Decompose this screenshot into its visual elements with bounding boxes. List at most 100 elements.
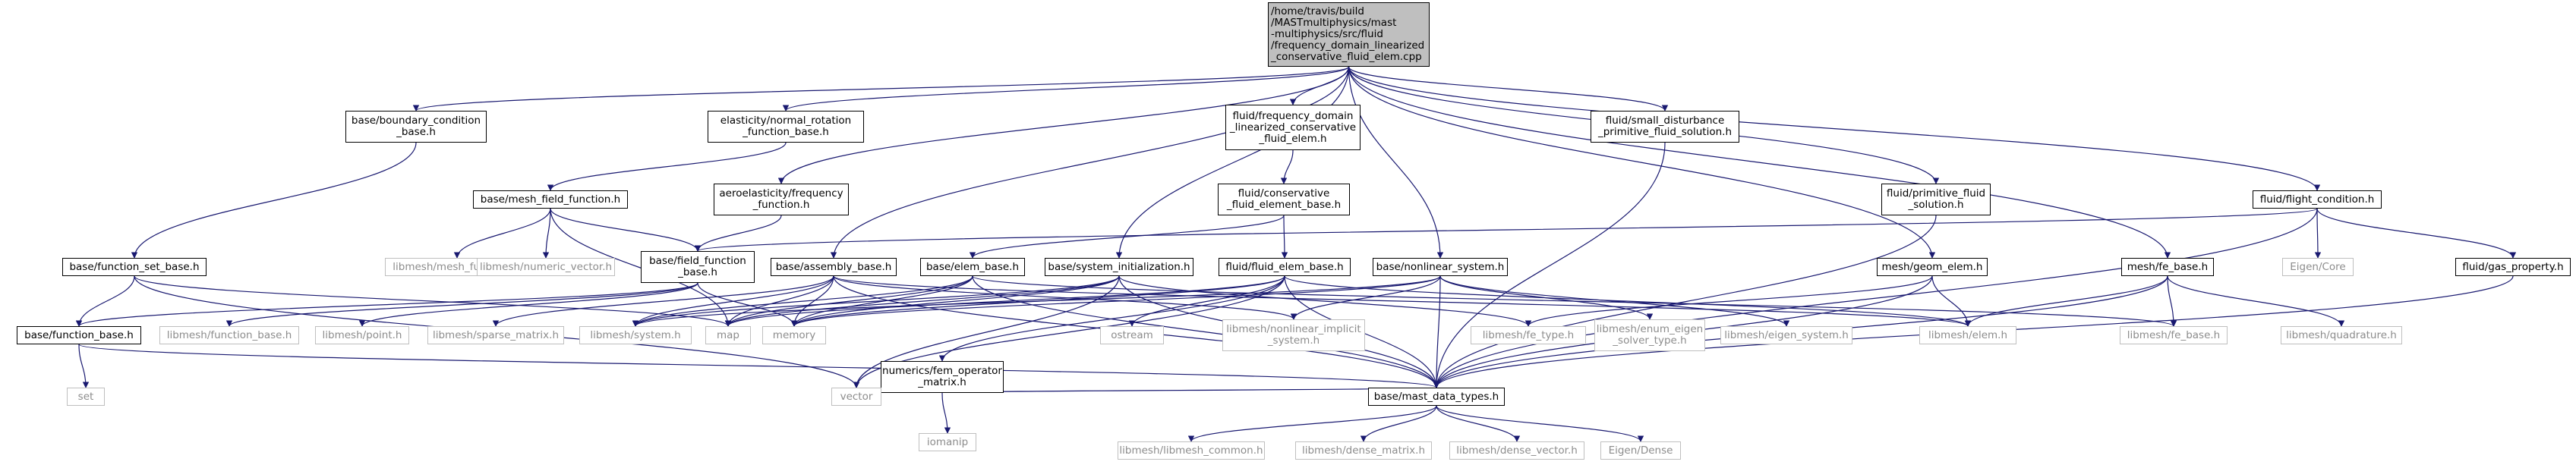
node-root-file: /home/travis/build /MASTmultiphysics/mas… (1268, 2, 1430, 67)
edge-mesh_field_function-to-field_function_base (550, 208, 702, 252)
node-memory: memory (762, 326, 826, 344)
edge-boundary_condition_base-to-function_set_base (131, 142, 417, 259)
edge-fd_linearized_conservative_fluid_elem-to-conservative_fluid_element_base (1280, 149, 1294, 184)
edge-fluid_elem_base-to-fem_operator_matrix (938, 275, 1285, 362)
node-conservative-fluid-element-base[interactable]: fluid/conservative _fluid_element_base.h (1218, 184, 1350, 215)
edge-field_function_base-to-libmesh_point (358, 282, 698, 327)
node-small-disturbance-primitive-fluid-solution[interactable]: fluid/small_disturbance _primitive_fluid… (1591, 111, 1739, 143)
node-fluid-elem-base[interactable]: fluid/fluid_elem_base.h (1219, 258, 1351, 276)
edge-conservative_fluid_element_base-to-elem_base (969, 215, 1285, 259)
node-gas-property[interactable]: fluid/gas_property.h (2455, 258, 2571, 276)
edge-mesh_field_function-to-map (550, 208, 732, 327)
edge-root-to-boundary_condition_base (413, 66, 1350, 112)
edge-geom_elem-to-libmesh_elem (1931, 275, 1972, 327)
edge-primitive_fluid_solution-to-mast_data_types (1433, 215, 1937, 388)
edge-elem_base-to-map (724, 275, 973, 327)
edge-root-to-flight_condition (1348, 66, 2321, 191)
node-function-base[interactable]: base/function_base.h (17, 326, 141, 344)
edge-system_initialization-to-map (724, 275, 1120, 327)
edge-root-to-aeroelasticity_frequency_function (777, 66, 1350, 184)
edge-flight_condition-to-gas_property (2316, 208, 2517, 259)
edge-nonlinear_system-to-libmesh_system (632, 275, 1441, 327)
node-elem-base[interactable]: base/elem_base.h (920, 258, 1025, 276)
edge-flight_condition-to-eigen_core (2314, 208, 2322, 259)
edge-field_function_base-to-memory (697, 282, 798, 327)
edge-system_initialization-to-memory (790, 275, 1120, 327)
edge-mast_data_types-to-eigen_dense (1436, 405, 1644, 442)
edge-function_base-to-mast_data_types (78, 344, 1439, 388)
node-mesh-field-function[interactable]: base/mesh_field_function.h (473, 190, 628, 209)
edge-fluid_elem_base-to-map (724, 275, 1285, 327)
edge-assembly_base-to-libmesh_sparse_matrix (492, 275, 834, 327)
node-primitive-fluid-solution[interactable]: fluid/primitive_fluid _solution.h (1881, 184, 1991, 215)
edge-root-to-nonlinear_system (1348, 66, 1444, 259)
edge-fluid_elem_base-to-libmesh_elem (1284, 275, 1971, 327)
edge-fem_operator_matrix-to-iomanip (941, 392, 951, 434)
node-assembly-base[interactable]: base/assembly_base.h (771, 258, 897, 276)
edge-root-to-normal_rotation_function_base (783, 66, 1350, 112)
node-flight-condition[interactable]: fluid/flight_condition.h (2253, 190, 2382, 209)
edge-mast_data_types-to-libmesh_dense_matrix (1360, 405, 1437, 442)
edge-mesh_field_function-to-libmesh_mesh_function (453, 208, 551, 259)
edge-fe_base-to-libmesh_fe_base (2167, 275, 2177, 327)
edge-function_set_base-to-function_base (75, 275, 135, 327)
edge-nonlinear_system-to-mast_data_types (1433, 275, 1441, 388)
node-vector: vector (831, 388, 881, 406)
edge-flight_condition-to-mast_data_types (1433, 208, 2318, 388)
edge-fe_base-to-libmesh_quadrature (2167, 275, 2345, 327)
node-libmesh-sparse-matrix: libmesh/sparse_matrix.h (427, 326, 564, 344)
edge-assembly_base-to-map (724, 275, 834, 327)
node-nonlinear-system[interactable]: base/nonlinear_system.h (1373, 258, 1508, 276)
node-libmesh-eigen-system: libmesh/eigen_system.h (1720, 326, 1852, 344)
node-field-function-base[interactable]: base/field_function _base.h (641, 251, 755, 283)
edge-system_initialization-to-libmesh_system (632, 275, 1120, 327)
node-normal-rotation-function-base[interactable]: elasticity/normal_rotation _function_bas… (708, 111, 864, 143)
node-libmesh-point: libmesh/point.h (315, 326, 409, 344)
node-libmesh-enum-eigen-solver-type: libmesh/enum_eigen _solver_type.h (1594, 319, 1705, 351)
edge-flight_condition-to-field_function_base (695, 208, 2318, 252)
edge-assembly_base-to-libmesh_elem (833, 275, 1971, 327)
node-boundary-condition-base[interactable]: base/boundary_condition _base.h (345, 111, 487, 143)
node-libmesh-dense-matrix: libmesh/dense_matrix.h (1295, 441, 1432, 460)
edge-mast_data_types-to-libmesh_dense_vector (1436, 405, 1521, 442)
node-geom-elem[interactable]: mesh/geom_elem.h (1877, 258, 1988, 276)
node-libmesh-nonlinear-implicit-system: libmesh/nonlinear_implicit _system.h (1222, 319, 1365, 351)
node-libmesh-libmesh-common: libmesh/libmesh_common.h (1118, 441, 1265, 460)
edge-conservative_fluid_element_base-to-fluid_elem_base (1281, 215, 1288, 259)
node-libmesh-numeric-vector: libmesh/numeric_vector.h (477, 258, 615, 276)
edge-system_initialization-to-vector (853, 275, 1120, 388)
edge-assembly_base-to-memory (790, 275, 834, 327)
node-fem-operator-matrix[interactable]: numerics/fem_operator _matrix.h (881, 361, 1004, 393)
edge-function_base-to-set (78, 344, 90, 388)
edge-root-to-system_initialization (1115, 66, 1350, 259)
node-eigen-dense: Eigen/Dense (1600, 441, 1681, 460)
edge-system_initialization-to-libmesh_fe_type (1118, 275, 1532, 327)
node-libmesh-quadrature: libmesh/quadrature.h (2281, 326, 2402, 344)
edge-fem_operator_matrix-to-mast_data_types (941, 387, 1439, 394)
edge-field_function_base-to-function_base (76, 282, 698, 327)
edge-root-to-small_disturbance_primitive_fluid_solution (1348, 66, 1669, 112)
edge-function_set_base-to-map (134, 275, 731, 327)
node-mast-data-types[interactable]: base/mast_data_types.h (1368, 388, 1505, 406)
edge-assembly_base-to-libmesh_nonlinear_implicit_system (833, 275, 1297, 320)
node-aeroelasticity-frequency-function[interactable]: aeroelasticity/frequency _function.h (714, 184, 849, 215)
edge-geom_elem-to-libmesh_fe_type (1524, 275, 1933, 327)
edge-root-to-assembly_base (830, 66, 1350, 259)
node-fe-base[interactable]: mesh/fe_base.h (2121, 258, 2214, 276)
node-system-initialization[interactable]: base/system_initialization.h (1045, 258, 1193, 276)
node-libmesh-dense-vector: libmesh/dense_vector.h (1449, 441, 1584, 460)
edge-assembly_base-to-libmesh_system (632, 275, 834, 327)
edge-elem_base-to-libmesh_system (632, 275, 973, 327)
edge-nonlinear_system-to-libmesh_nonlinear_implicit_system (1290, 275, 1441, 320)
node-function-set-base[interactable]: base/function_set_base.h (62, 258, 207, 276)
edge-nonlinear_system-to-libmesh_enum_eigen_solver_type (1439, 275, 1654, 320)
node-map: map (705, 326, 751, 344)
edge-mast_data_types-to-libmesh_libmesh_common (1187, 405, 1437, 442)
node-eigen-core: Eigen/Core (2282, 258, 2354, 276)
edge-field_function_base-to-libmesh_function_base (225, 282, 698, 327)
edge-fluid_elem_base-to-vector (853, 275, 1285, 388)
node-iomanip: iomanip (919, 433, 976, 451)
node-fd-linearized-conservative-fluid-elem[interactable]: fluid/frequency_domain _linearized_conse… (1225, 105, 1361, 150)
